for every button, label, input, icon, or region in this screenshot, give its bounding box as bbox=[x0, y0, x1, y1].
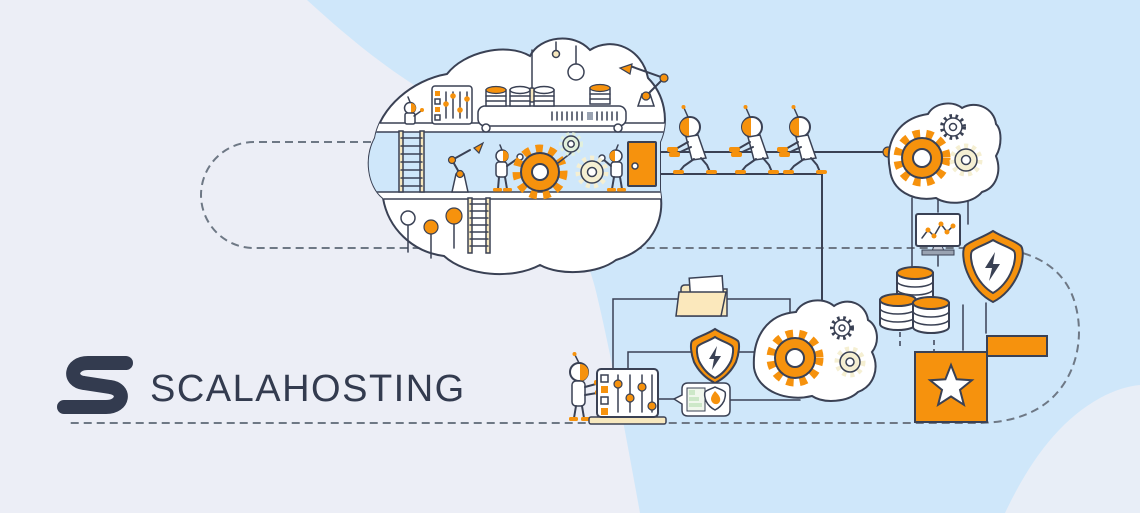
logo-s-mark bbox=[57, 356, 133, 414]
lower-floor bbox=[368, 191, 665, 200]
star-box-icon bbox=[914, 335, 1048, 423]
door-icon bbox=[627, 141, 657, 187]
flag-plank-icon bbox=[986, 335, 1048, 357]
database-stack-icon bbox=[485, 83, 611, 107]
brand-wordmark: SCALAHOSTING bbox=[150, 368, 466, 410]
checklist-bubble-icon bbox=[672, 382, 731, 417]
connector-lines bbox=[612, 173, 987, 401]
monitor-chart-icon bbox=[915, 213, 961, 256]
gear-cloud-icon bbox=[887, 102, 1002, 204]
folder-icon bbox=[675, 275, 728, 317]
slider-panel-icon bbox=[588, 368, 667, 425]
cloud-factory-icon bbox=[367, 37, 669, 275]
conveyor-belt-icon bbox=[477, 63, 669, 133]
dashed-route-icon bbox=[66, 141, 1080, 424]
robot-arm-icon bbox=[447, 141, 485, 193]
database-pyramid-icon bbox=[879, 266, 950, 334]
lightning-shield-icon bbox=[689, 327, 741, 385]
star-icon bbox=[927, 362, 975, 408]
robot-arm-icon bbox=[618, 63, 669, 107]
gear-icon bbox=[512, 132, 609, 200]
lightning-shield-icon bbox=[962, 229, 1024, 304]
slider-panel-icon bbox=[431, 85, 473, 125]
robot-worker-icon bbox=[493, 144, 524, 192]
ladder-icon bbox=[398, 130, 425, 193]
robot-worker-icon bbox=[598, 144, 626, 192]
ladder-icon bbox=[467, 197, 491, 254]
pin-lights bbox=[400, 207, 463, 259]
gear-cloud-icon bbox=[752, 299, 878, 402]
robot-worker-icon bbox=[403, 96, 424, 125]
brand-logo: SCALAHOSTING bbox=[57, 356, 466, 414]
pale-corner-blob bbox=[1005, 385, 1140, 513]
